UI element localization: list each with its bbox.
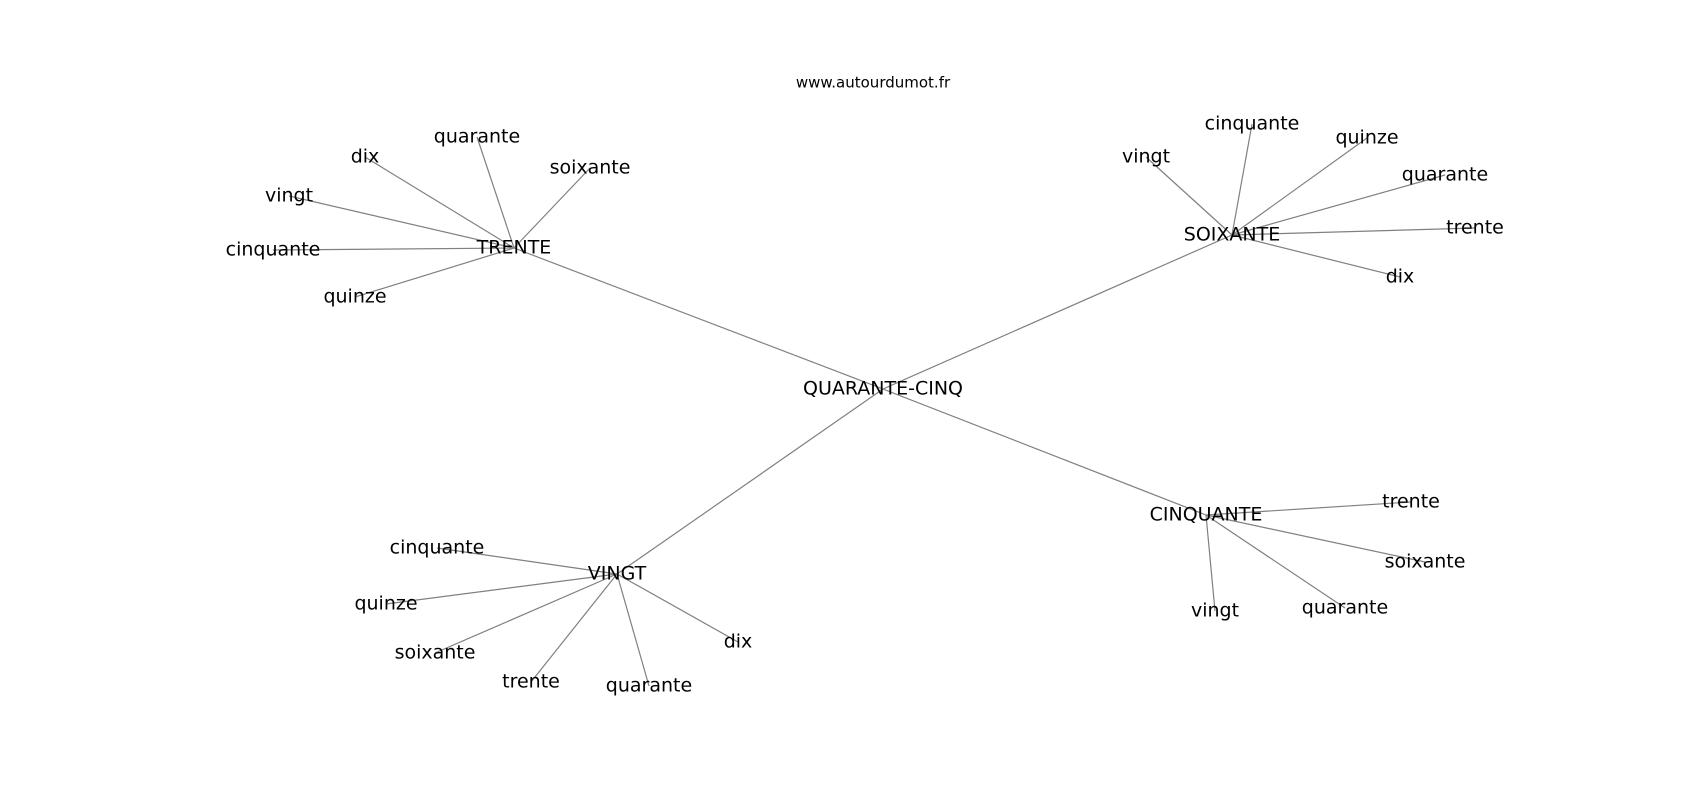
edge-vingt-to-quarante	[616, 573, 650, 687]
leaf-node-label: quinze	[323, 286, 386, 308]
leaf-node-label: soixante	[550, 157, 631, 179]
leaf-node-label: vingt	[1191, 600, 1239, 622]
edge-vingt-to-cinquante	[436, 547, 618, 575]
edge-soixante-to-vingt	[1145, 156, 1233, 236]
graph-edges	[272, 123, 1476, 687]
leaf-node-label: dix	[724, 631, 753, 653]
leaf-node-label: quarante	[606, 675, 692, 697]
leaf-node-label: cinquante	[226, 239, 321, 261]
edge-center-to-cinquante	[882, 388, 1207, 516]
edge-vingt-to-quinze	[385, 573, 618, 605]
edge-vingt-to-dix	[616, 573, 739, 643]
leaf-node-label: quinze	[1335, 127, 1398, 149]
center-node-label: QUARANTE-CINQ	[803, 378, 963, 400]
edge-trente-to-dix	[364, 156, 515, 249]
leaf-node-label: quarante	[1302, 597, 1388, 619]
hub-node-label-vingt: VINGT	[588, 563, 647, 585]
leaf-node-label: soixante	[395, 642, 476, 664]
hub-node-label-trente: TRENTE	[476, 237, 552, 259]
edge-vingt-to-trente	[530, 573, 618, 683]
edge-trente-to-quarante	[476, 136, 515, 249]
edge-cinquante-to-vingt	[1205, 514, 1216, 612]
edge-soixante-to-trente	[1231, 227, 1476, 236]
edge-vingt-to-soixante	[434, 573, 618, 654]
leaf-node-label: cinquante	[390, 537, 485, 559]
edge-soixante-to-cinquante	[1231, 123, 1253, 236]
hub-node-label-cinquante: CINQUANTE	[1150, 504, 1263, 526]
leaf-node-label: vingt	[1122, 146, 1170, 168]
edge-center-to-trente	[513, 247, 884, 390]
edge-cinquante-to-soixante	[1205, 514, 1426, 563]
hub-node-label-soixante: SOIXANTE	[1184, 224, 1280, 246]
edge-soixante-to-dix	[1231, 234, 1401, 278]
source-label: www.autourdumot.fr	[796, 74, 951, 92]
edge-trente-to-soixante	[513, 167, 591, 249]
leaf-node-label: dix	[351, 146, 380, 168]
leaf-node-label: trente	[502, 671, 560, 693]
graph-nodes: TRENTE quarante dix soixante vingt cinquante q…	[226, 113, 1504, 697]
edge-trente-to-vingt	[288, 195, 515, 249]
edge-cinquante-to-trente	[1205, 501, 1412, 516]
edge-soixante-to-quarante	[1231, 174, 1446, 236]
leaf-node-label: vingt	[265, 185, 313, 207]
edge-trente-to-quinze	[354, 247, 515, 298]
leaf-node-label: quinze	[354, 593, 417, 615]
edge-center-to-soixante	[882, 234, 1233, 390]
edge-trente-to-cinquante	[272, 247, 515, 251]
leaf-node-label: dix	[1386, 266, 1415, 288]
leaf-node-label: quarante	[434, 126, 520, 148]
leaf-node-label: trente	[1382, 491, 1440, 513]
leaf-node-label: cinquante	[1205, 113, 1300, 135]
edge-soixante-to-quinze	[1231, 137, 1368, 236]
edge-cinquante-to-quarante	[1205, 514, 1346, 609]
leaf-node-label: trente	[1446, 217, 1504, 239]
leaf-node-label: soixante	[1385, 551, 1466, 573]
leaf-node-label: quarante	[1402, 164, 1488, 186]
edge-center-to-vingt	[616, 388, 884, 575]
